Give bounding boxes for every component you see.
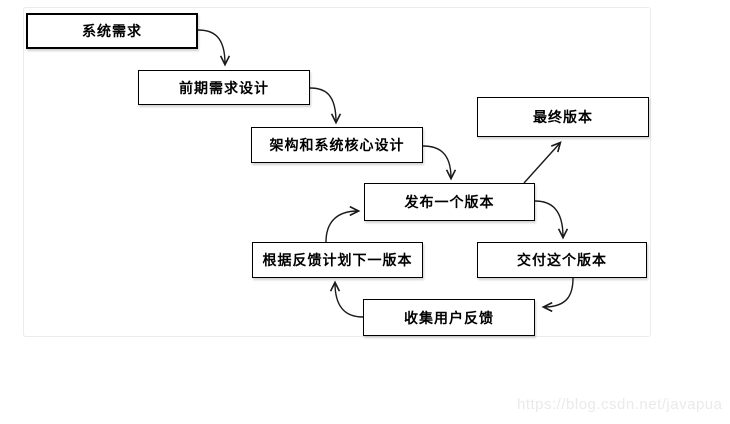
node-label: 最终版本 <box>533 109 593 125</box>
watermark-text: https://blog.csdn.net/javapua <box>517 396 723 413</box>
diagram-frame <box>23 7 651 337</box>
node-release-version: 发布一个版本 <box>364 183 535 221</box>
node-collect-feedback: 收集用户反馈 <box>363 299 535 336</box>
node-label: 架构和系统核心设计 <box>269 137 405 153</box>
node-label: 前期需求设计 <box>179 79 269 96</box>
node-architecture-core-design: 架构和系统核心设计 <box>251 127 423 163</box>
node-label: 系统需求 <box>82 23 142 39</box>
node-system-requirements: 系统需求 <box>26 13 198 49</box>
node-plan-next-version: 根据反馈计划下一版本 <box>252 242 423 278</box>
node-label: 根据反馈计划下一版本 <box>262 252 413 268</box>
node-early-requirements-design: 前期需求设计 <box>138 70 310 105</box>
node-label: 收集用户反馈 <box>404 309 494 326</box>
node-label: 发布一个版本 <box>404 194 495 210</box>
node-final-version: 最终版本 <box>477 97 649 137</box>
node-label: 交付这个版本 <box>517 252 607 268</box>
node-deliver-version: 交付这个版本 <box>477 242 647 278</box>
